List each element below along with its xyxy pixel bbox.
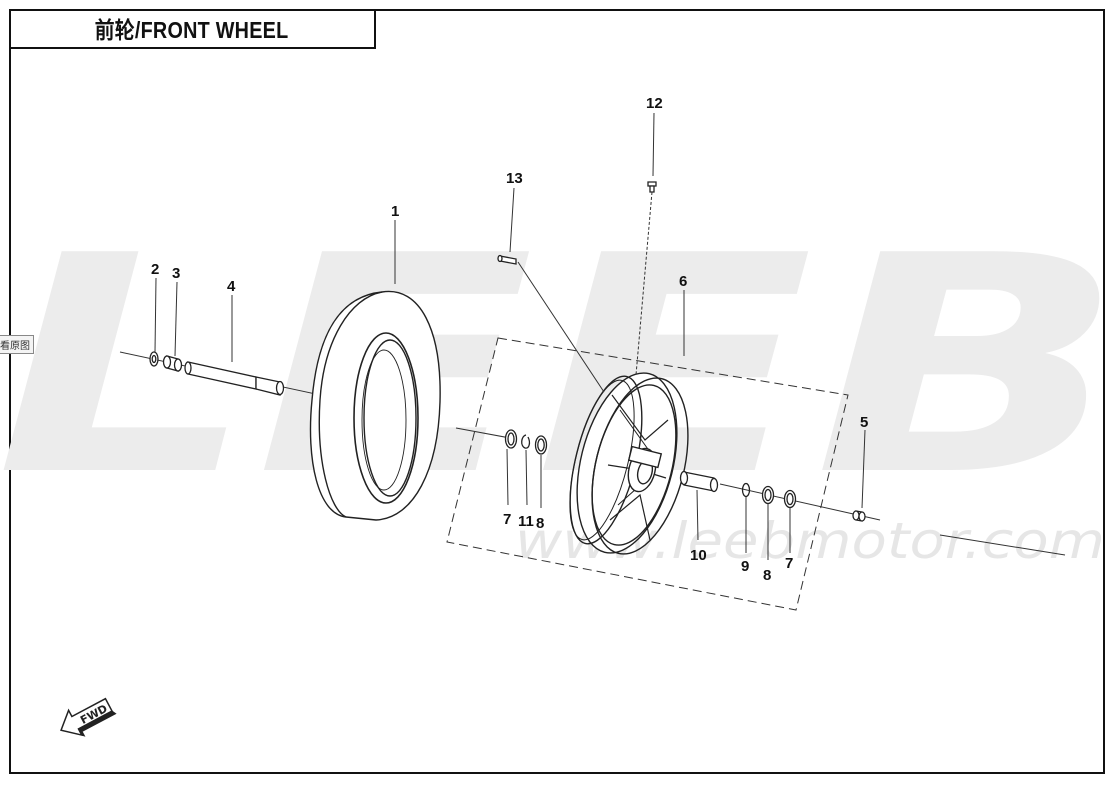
part-5-collar <box>852 510 866 522</box>
page-title: 前轮/FRONT WHEEL <box>94 17 289 43</box>
callout-10: 10 <box>690 547 707 564</box>
view-original-tab[interactable]: 看原图 <box>0 335 34 354</box>
part-9-circlip <box>741 482 751 498</box>
fwd-arrow-icon: FWD <box>60 697 117 737</box>
callout-4: 4 <box>227 278 236 295</box>
part-4-axle <box>184 361 285 396</box>
callout-1: 1 <box>391 203 399 220</box>
hub-assembly-box <box>446 337 849 611</box>
part-8-bearing-right <box>761 485 775 505</box>
callout-11: 11 <box>518 513 534 530</box>
callout-12: 12 <box>646 95 663 112</box>
callout-13: 13 <box>506 170 523 187</box>
callout-7-right: 7 <box>785 555 793 572</box>
callout-8-left: 8 <box>536 515 544 532</box>
title-box: 前轮/FRONT WHEEL <box>9 9 376 49</box>
part-11-circlip <box>521 434 531 449</box>
callout-3: 3 <box>172 265 180 282</box>
part-7-seal-right <box>783 489 797 509</box>
leader-lines <box>154 112 866 560</box>
part-1-tire <box>309 290 441 521</box>
callout-7-left: 7 <box>503 511 511 528</box>
callout-8-right: 8 <box>763 567 771 584</box>
callouts: 1 2 3 4 5 6 7 11 8 10 9 8 7 12 13 <box>151 95 868 584</box>
part-8-bearing-left <box>534 435 548 455</box>
callout-2: 2 <box>151 261 159 278</box>
diagram-frame <box>9 9 1105 774</box>
part-10-spacer <box>679 470 719 493</box>
part-2-circlip <box>149 351 159 367</box>
watermark: LEEB www.leebmotor.com <box>0 192 1115 570</box>
part-3-collar <box>162 355 183 372</box>
part-7-seal-left <box>504 429 518 449</box>
callout-5: 5 <box>860 414 868 431</box>
callout-9: 9 <box>741 558 749 575</box>
part-6-rim <box>569 372 689 555</box>
part-13-valve <box>497 254 517 265</box>
callout-6: 6 <box>679 273 687 290</box>
part-12-screw <box>647 181 657 193</box>
